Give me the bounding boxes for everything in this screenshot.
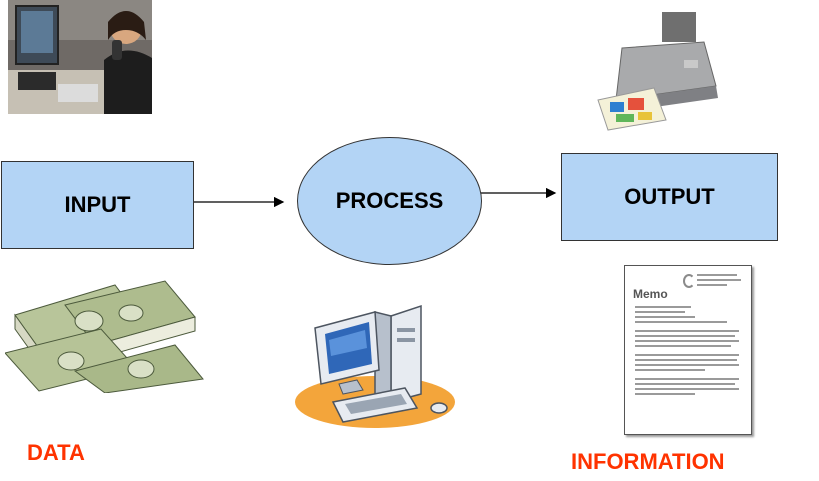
- memo-title: Memo: [633, 287, 668, 301]
- computer-clipart: [293, 298, 463, 430]
- output-label: OUTPUT: [624, 184, 715, 209]
- printer-illustration: [594, 8, 724, 132]
- information-label: INFORMATION: [571, 449, 725, 474]
- cash-stack-image: [4, 275, 207, 394]
- process-label: PROCESS: [335, 188, 444, 213]
- data-label: DATA: [27, 440, 85, 465]
- input-label: INPUT: [64, 192, 131, 217]
- output-box: OUTPUT: [561, 153, 778, 241]
- memo-logo-icon: [683, 274, 695, 288]
- process-ellipse: PROCESS: [297, 137, 482, 265]
- office-worker-photo: [8, 0, 152, 114]
- memo-document: Memo: [624, 265, 752, 435]
- input-box: INPUT: [1, 161, 194, 249]
